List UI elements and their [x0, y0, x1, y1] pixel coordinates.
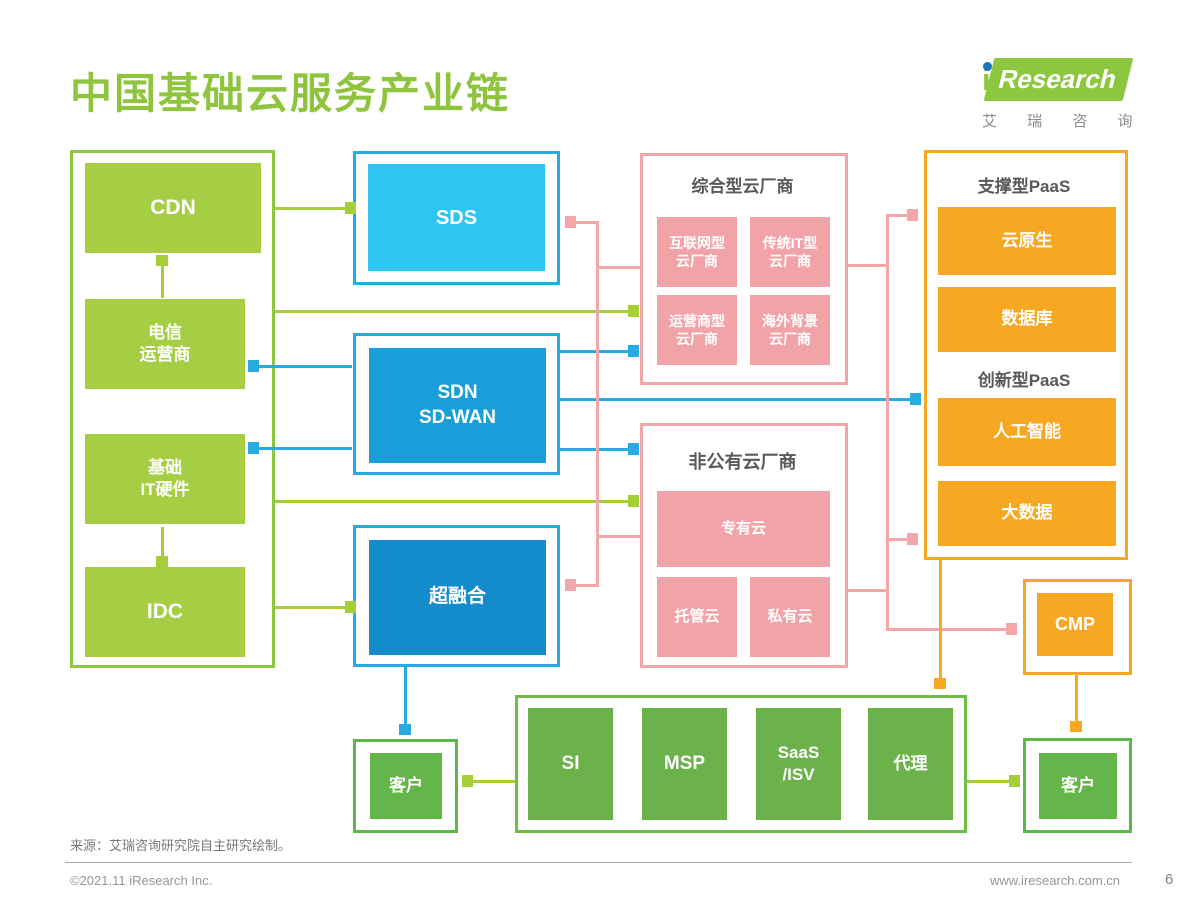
arrow-hardware-to-idc-head: [156, 556, 168, 567]
logo-blue-dot-icon: [983, 62, 992, 71]
arrow-sdn-to-telecom-head: [248, 360, 259, 372]
private-cloud-box: 私有云: [750, 577, 830, 657]
arrow-vendors-to-cmp-line: [886, 628, 1006, 631]
ai-box: 人工智能: [938, 398, 1116, 466]
it-hardware-box: 基础 IT硬件: [85, 434, 245, 524]
arrow-sdn-to-integrated-line: [557, 350, 628, 353]
arrow-vendors-to-paas-top-line: [889, 214, 907, 217]
integrated-vendors-title: 综合型云厂商: [691, 177, 794, 196]
arrow-infra-to-nonpublic-head: [628, 495, 639, 507]
arrow-sdn-to-hardware-line: [259, 447, 352, 450]
logo-wordmark: Research: [983, 58, 1134, 101]
arrow-vendors-to-paas-bottom-head: [907, 533, 918, 545]
innovation-paas-title: 创新型PaaS: [977, 371, 1071, 390]
customer-left-box: 客户: [370, 753, 442, 819]
footer-copyright: ©2021.11 iResearch Inc.: [70, 873, 213, 888]
carrier-vendor-box: 运营商型 云厂商: [657, 295, 737, 365]
internet-vendor-box: 互联网型 云厂商: [657, 217, 737, 287]
hyper-converged-box: 超融合: [369, 540, 546, 655]
sdn-sdwan-box: SDN SD-WAN: [369, 348, 546, 463]
database-box: 数据库: [938, 287, 1116, 352]
arrow-channel-to-customer-left-line: [473, 780, 515, 783]
arrow-sdn-to-nonpublic-head: [628, 443, 639, 455]
arrow-channel-to-customer-right-head: [1009, 775, 1020, 787]
arrow-cdn-to-sds-line: [275, 207, 345, 210]
overseas-vendor-box: 海外背景 云厂商: [750, 295, 830, 365]
cloud-native-box: 云原生: [938, 207, 1116, 275]
integrated-to-trunk-connector: [845, 264, 886, 267]
si-box: SI: [528, 708, 613, 820]
trunk-to-nonpublic-connector: [599, 535, 640, 538]
trunk-to-integrated-connector: [599, 266, 640, 269]
telecom-operator-box: 电信 运营商: [85, 299, 245, 389]
arrow-infra-to-nonpublic-line: [275, 500, 628, 503]
arrow-sdn-to-nonpublic-line: [557, 448, 628, 451]
nonpublic-to-trunk-connector: [845, 589, 886, 592]
sds-box: SDS: [368, 164, 545, 271]
vendor-trunk-left-line: [596, 221, 599, 587]
arrow-idc-to-hci-line: [275, 606, 345, 609]
agent-box: 代理: [868, 708, 953, 820]
arrow-paas-to-channel-line: [939, 557, 942, 679]
arrow-vendors-to-hci-line: [576, 584, 599, 587]
arrow-sdn-to-paas-head: [910, 393, 921, 405]
arrow-telecom-to-cdn-line: [161, 264, 164, 298]
arrow-sdn-to-paas-line: [557, 398, 910, 401]
arrow-channel-to-customer-left-head: [462, 775, 473, 787]
arrow-vendors-to-sds-head: [565, 216, 576, 228]
arrow-vendors-to-paas-top-head: [907, 209, 918, 221]
customer-right-box: 客户: [1039, 753, 1117, 819]
arrow-vendors-to-cmp-head: [1006, 623, 1017, 635]
arrow-cdn-to-sds-head: [345, 202, 356, 214]
arrow-vendors-to-sds-line: [576, 221, 599, 224]
idc-box: IDC: [85, 567, 245, 657]
page-title: 中国基础云服务产业链: [70, 70, 511, 117]
hosted-cloud-box: 托管云: [657, 577, 737, 657]
logo-i-glyph: i: [982, 62, 992, 97]
cdn-box: CDN: [85, 163, 261, 253]
arrow-telecom-to-cdn-head: [156, 255, 168, 266]
arrow-paas-to-channel-head: [934, 678, 946, 689]
arrow-hardware-to-idc-line: [161, 527, 164, 558]
arrow-cmp-to-customer-line: [1075, 672, 1078, 722]
arrow-channel-to-customer-right-line: [967, 780, 1009, 783]
msp-box: MSP: [642, 708, 727, 820]
support-paas-title: 支撑型PaaS: [977, 177, 1071, 196]
traditional-it-vendor-box: 传统IT型 云厂商: [750, 217, 830, 287]
footer-divider: [65, 862, 1132, 863]
arrow-vendors-to-paas-bottom-line: [889, 538, 907, 541]
dedicated-cloud-box: 专有云: [657, 491, 830, 567]
arrow-sdn-to-telecom-line: [259, 365, 352, 368]
iresearch-logo: i Research 艾 瑞 咨 询: [982, 58, 1140, 131]
cmp-box: CMP: [1037, 593, 1113, 656]
arrow-infra-to-integrated-line: [275, 310, 628, 313]
logo-chinese-name: 艾 瑞 咨 询: [982, 113, 1146, 130]
arrow-sdn-to-integrated-head: [628, 345, 639, 357]
arrow-hci-to-customer-head: [399, 724, 411, 735]
vendor-trunk-right-line: [886, 214, 889, 631]
arrow-cmp-to-customer-head: [1070, 721, 1082, 732]
non-public-vendors-title: 非公有云厂商: [688, 452, 797, 472]
footer-website: www.iresearch.com.cn: [990, 873, 1121, 888]
arrow-hci-to-customer-line: [404, 667, 407, 725]
page-number: 6: [1165, 871, 1174, 888]
arrow-vendors-to-hci-head: [565, 579, 576, 591]
source-note: 来源：艾瑞咨询研究院自主研究绘制。: [70, 838, 292, 853]
saas-isv-box: SaaS /ISV: [756, 708, 841, 820]
arrow-sdn-to-hardware-head: [248, 442, 259, 454]
big-data-box: 大数据: [938, 481, 1116, 546]
arrow-infra-to-integrated-head: [628, 305, 639, 317]
arrow-idc-to-hci-head: [345, 601, 356, 613]
